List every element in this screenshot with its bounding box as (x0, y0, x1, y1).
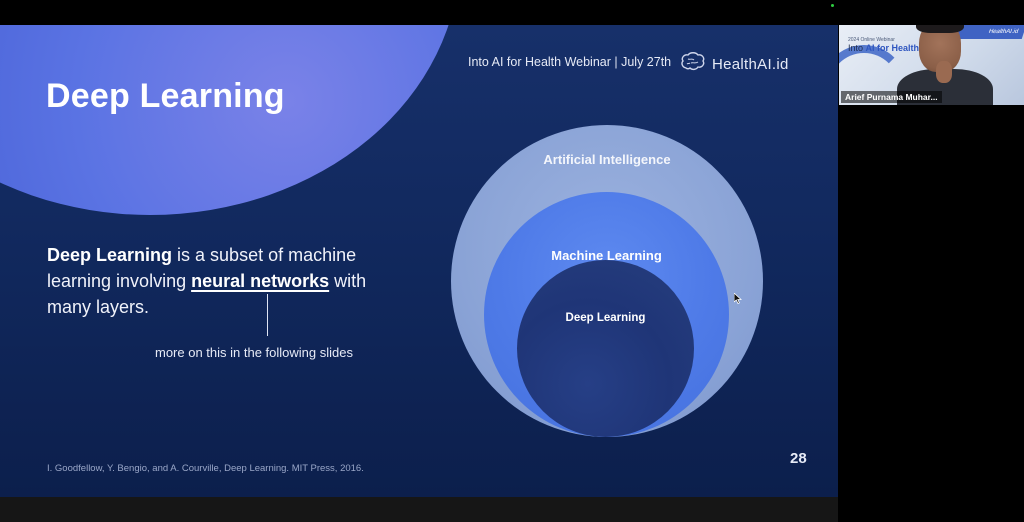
definition-text-part-1: is a subset of machine learning involvin… (47, 245, 357, 291)
decorative-corner-shape (0, 25, 460, 215)
slide-citation: I. Goodfellow, Y. Bengio, and A. Courvil… (47, 463, 364, 474)
dl-circle: Deep Learning (517, 260, 694, 437)
brand-name: HealthAI.id (712, 56, 789, 73)
active-speaker-indicator-icon (831, 4, 834, 7)
participant-hair (916, 25, 964, 33)
brand-logo: HealthAI.id (680, 52, 789, 77)
participant-video-tile[interactable]: HealthAI.id 2024 Online Webinar Into AI … (839, 25, 1024, 105)
definition-text-part-2: with many layers. (47, 271, 367, 317)
slide-page-number: 28 (790, 450, 807, 467)
participant-name-label: Arief Purnama Muhar... (841, 91, 942, 103)
bottom-toolbar-strip (0, 497, 838, 522)
video-background-banner: 2024 Online Webinar Into AI for Health (848, 37, 919, 53)
mouse-cursor-icon (733, 291, 743, 309)
callout-line (267, 294, 268, 336)
participant-hand (936, 61, 952, 83)
slide-title: Deep Learning (46, 77, 285, 115)
dl-circle-label: Deep Learning (565, 312, 646, 324)
video-banner-highlight: AI for Health (865, 43, 920, 53)
video-banner-prefix: Into (848, 43, 866, 53)
ai-circle-label: Artificial Intelligence (543, 152, 671, 167)
webinar-header: Into AI for Health Webinar | July 27th (468, 55, 672, 69)
neural-networks-term: neural networks (191, 271, 330, 291)
shared-slide: Deep Learning Into AI for Health Webinar… (0, 25, 838, 497)
callout-note: more on this in the following slides (155, 345, 353, 360)
brain-logo-icon (680, 52, 706, 77)
video-banner-tag: 2024 Online Webinar (848, 37, 895, 43)
ml-circle-label: Machine Learning (551, 248, 662, 263)
definition-text: Deep Learning is a subset of machine lea… (47, 242, 407, 320)
definition-term: Deep Learning (47, 245, 173, 265)
video-background-logo: HealthAI.id (953, 25, 1024, 39)
background-swirl (839, 45, 907, 105)
